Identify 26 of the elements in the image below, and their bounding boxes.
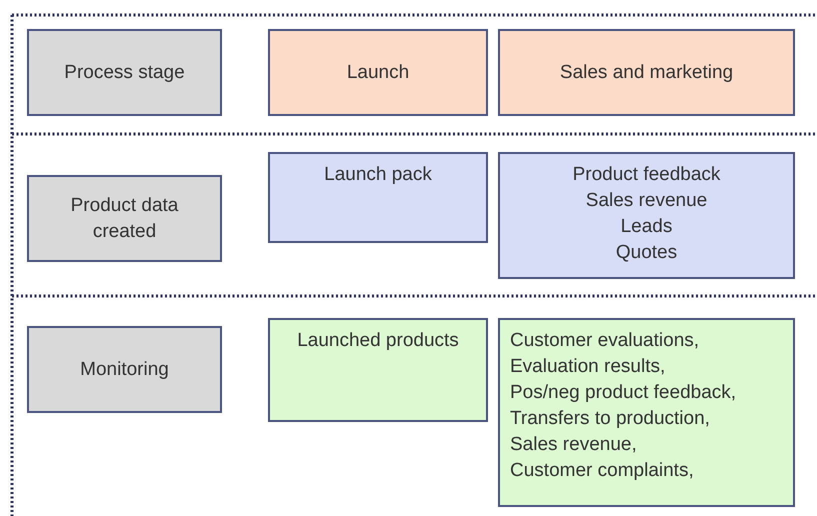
box-text: Quotes bbox=[616, 241, 678, 265]
box-text: Sales revenue bbox=[586, 189, 708, 213]
box-text: Sales revenue, bbox=[510, 433, 637, 457]
box-text: Process stage bbox=[64, 60, 185, 84]
process-box bbox=[27, 326, 222, 413]
box-text: Pos/neg product feedback, bbox=[510, 381, 736, 405]
box-text: Evaluation results, bbox=[510, 355, 666, 379]
box-text: Leads bbox=[620, 215, 672, 239]
box-text: Sales and marketing bbox=[560, 60, 734, 84]
process-box bbox=[498, 318, 795, 507]
process-box bbox=[268, 152, 488, 243]
process-box bbox=[27, 29, 222, 116]
process-box bbox=[498, 29, 795, 116]
box-text: Monitoring bbox=[80, 358, 169, 382]
box-text: Launch bbox=[346, 60, 410, 84]
box-text: Product feedback bbox=[572, 163, 720, 187]
box-text: Customer complaints, bbox=[510, 459, 694, 483]
process-box bbox=[268, 318, 488, 422]
box-text: Launch pack bbox=[324, 163, 432, 187]
process-box bbox=[27, 175, 222, 262]
box-text: Product data created bbox=[70, 194, 180, 244]
process-box bbox=[268, 29, 488, 116]
process-box bbox=[498, 152, 795, 279]
box-text: Customer evaluations, bbox=[510, 329, 700, 353]
box-text: Transfers to production, bbox=[510, 407, 710, 431]
box-text: Launched products bbox=[297, 329, 459, 353]
